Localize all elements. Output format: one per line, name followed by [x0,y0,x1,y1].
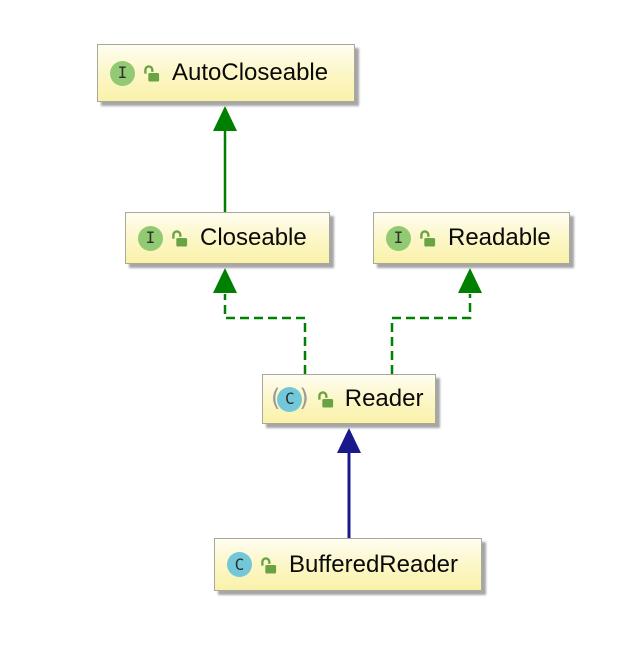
lock-shackle [317,391,328,400]
public-lock-icon [144,65,160,82]
arrowhead-icon [337,428,361,453]
node-autocloseable[interactable]: I AutoCloseable [97,44,355,102]
arrowhead-icon [213,268,237,293]
node-label: Readable [448,224,551,251]
lock-body [148,73,160,82]
interface-icon: I [386,225,411,251]
lock-shackle [420,230,430,239]
node-bufferedreader[interactable]: C BufferedReader [214,538,482,591]
interface-icon: I [110,60,135,86]
lock-body [176,238,188,247]
public-lock-icon [172,230,188,247]
abstract-class-icon: ( C ) [271,384,309,412]
lock-body [424,238,436,247]
class-icon: C [277,386,303,412]
node-label: Closeable [200,224,307,251]
lock-body [322,399,333,408]
edge-closeable-extends-autocloseable[interactable] [213,106,237,212]
edge-line [223,294,307,374]
arrowhead-icon [458,268,482,293]
node-reader[interactable]: ( C ) Reader [262,374,436,424]
edge-reader-implements-closeable[interactable] [213,268,307,374]
lock-shackle [261,556,271,566]
interface-icon: I [138,225,163,251]
node-label: BufferedReader [289,550,459,578]
class-icon: C [227,552,252,577]
public-lock-icon [420,230,436,247]
node-label: AutoCloseable [172,59,329,86]
edge-bufferedreader-extends-reader[interactable] [337,428,361,538]
node-closeable[interactable]: I Closeable [125,212,330,264]
lock-shackle [172,230,182,239]
public-lock-icon [317,391,333,408]
abstract-paren-left: ( [271,384,281,412]
lock-body [265,564,277,574]
lock-shackle [144,65,154,74]
arrowhead-icon [213,106,237,131]
node-label: Reader [344,385,424,412]
node-readable[interactable]: I Readable [373,212,570,264]
edge-reader-implements-readable[interactable] [390,268,482,374]
edge-line [390,294,472,374]
public-lock-icon [261,556,277,574]
abstract-paren-right: ) [299,384,309,412]
